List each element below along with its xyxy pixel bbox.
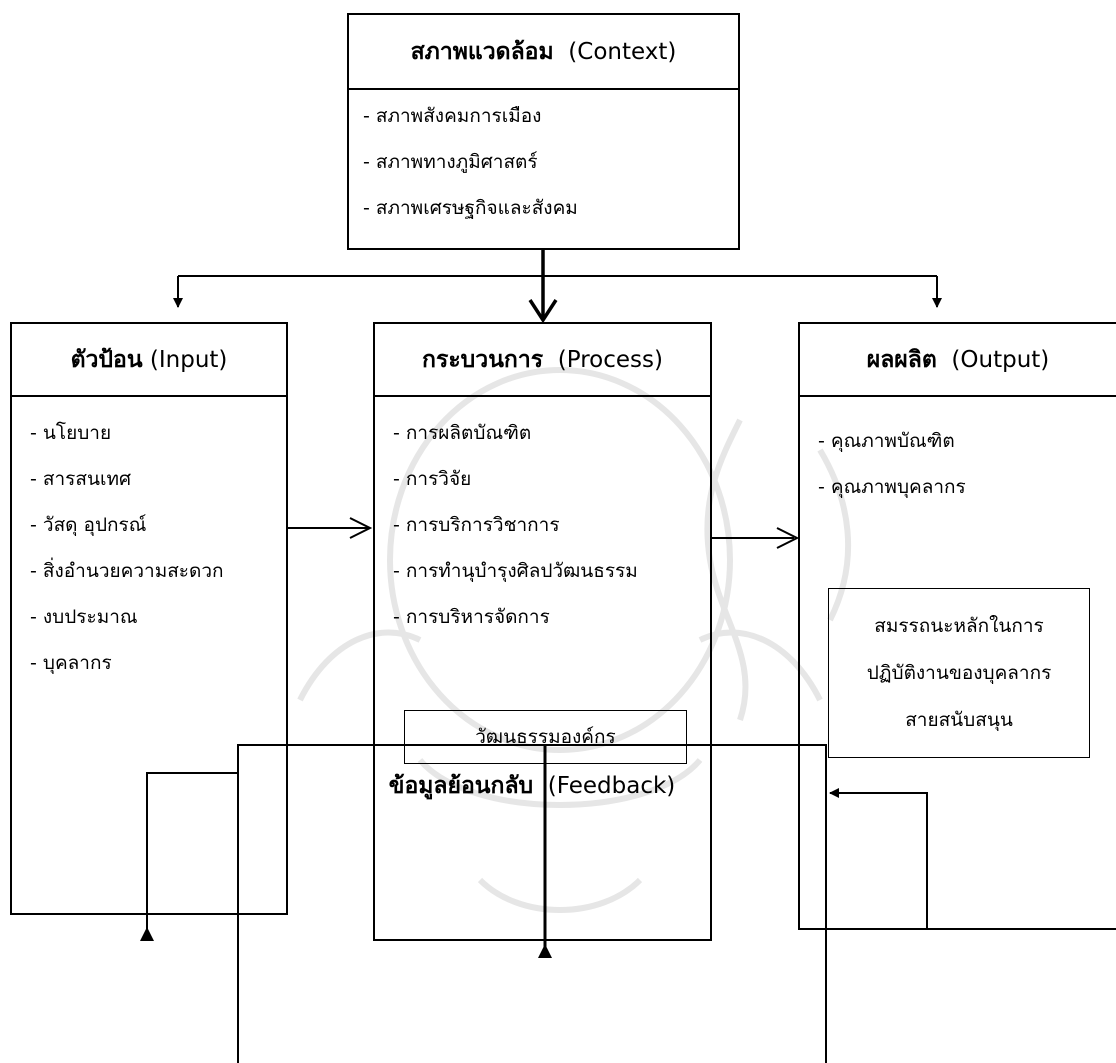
context-title: สภาพแวดล้อม (Context) [349,15,738,90]
list-item: - การบริการวิชาการ [393,514,560,536]
context-item-list: - สภาพสังคมการเมือง - สภาพทางภูมิศาสตร์ … [363,93,578,231]
list-item: - บุคลากร [30,652,112,674]
organizational-culture-label: วัฒนธรรมองค์กร [475,726,616,748]
list-item: - สิ่งอำนวยความสะดวก [30,560,224,582]
context-box: สภาพแวดล้อม (Context) - สภาพสังคมการเมือ… [347,13,740,250]
list-item: - การผลิตบัณฑิต [393,422,532,444]
input-box: ตัวป้อน (Input) - นโยบาย - สารสนเทศ - วั… [10,322,288,915]
feedback-box: ข้อมูลย้อนกลับ (Feedback) [237,744,827,1063]
output-box: ผลผลิต (Output) - คุณภาพบัณฑิต - คุณภาพบ… [798,322,1116,930]
list-item: - สภาพเศรษฐกิจและสังคม [363,197,578,219]
process-box: กระบวนการ (Process) - การผลิตบัณฑิต - กา… [373,322,712,941]
process-item-list: - การผลิตบัณฑิต - การวิจัย - การบริการวิ… [393,410,638,640]
list-item: - คุณภาพบุคลากร [818,476,966,498]
context-title-thai: สภาพแวดล้อม [410,38,554,65]
process-title: กระบวนการ (Process) [375,324,710,397]
list-item: - สภาพทางภูมิศาสตร์ [363,151,538,173]
input-title-thai: ตัวป้อน [70,346,143,373]
process-title-thai: กระบวนการ [422,346,544,373]
list-item: - งบประมาณ [30,606,138,628]
process-title-english: (Process) [557,346,663,373]
core-competency-line-2: ปฏิบัติงานของบุคลากร [866,661,1052,684]
input-title: ตัวป้อน (Input) [12,324,286,397]
output-title-english: (Output) [951,346,1050,373]
core-competency-box: สมรรถนะหลักในการ ปฏิบัติงานของบุคลากร สา… [828,588,1090,758]
list-item: - การทำนุบำรุงศิลปวัฒนธรรม [393,560,638,582]
context-title-english: (Context) [568,38,677,65]
list-item: - นโยบาย [30,422,112,444]
feedback-to-input-arrow [146,772,237,930]
input-title-english: (Input) [149,346,228,373]
list-item: - สารสนเทศ [30,468,132,490]
output-title-thai: ผลผลิต [866,346,937,373]
core-competency-line-3: สายสนับสนุน [905,708,1013,731]
list-item: - คุณภาพบัณฑิต [818,430,955,452]
list-item: - การวิจัย [393,468,472,490]
feedback-title-english: (Feedback) [547,773,676,799]
feedback-title: ข้อมูลย้อนกลับ (Feedback) [239,746,825,822]
core-competency-line-1: สมรรถนะหลักในการ [874,614,1044,637]
output-title: ผลผลิต (Output) [800,324,1116,397]
output-item-list: - คุณภาพบัณฑิต - คุณภาพบุคลากร [818,418,966,510]
input-item-list: - นโยบาย - สารสนเทศ - วัสดุ อุปกรณ์ - สิ… [30,410,224,686]
feedback-title-thai: ข้อมูลย้อนกลับ [388,773,534,799]
list-item: - วัสดุ อุปกรณ์ [30,514,147,536]
list-item: - การบริหารจัดการ [393,606,550,628]
output-to-feedback-arrow [843,792,928,930]
list-item: - สภาพสังคมการเมือง [363,105,542,127]
